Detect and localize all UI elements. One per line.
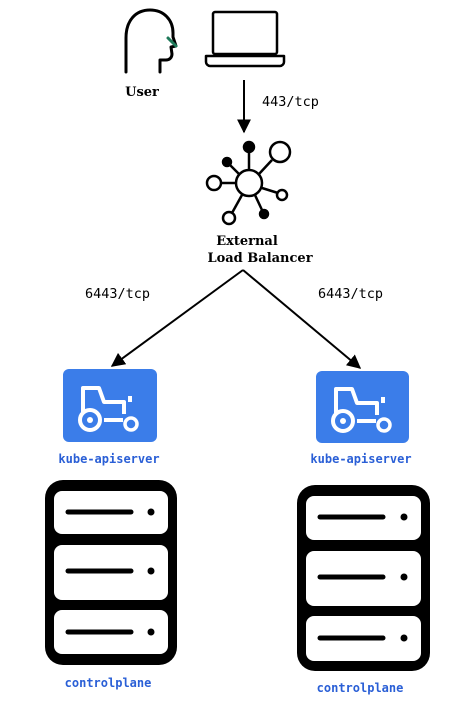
load-balancer-icon: [205, 140, 292, 226]
server-rack-icon: [45, 480, 177, 665]
right-host-label: controlplane: [317, 681, 404, 695]
server-rack-icon: [297, 485, 430, 671]
user-head-icon: [124, 8, 178, 74]
user-label: User: [125, 85, 159, 100]
client-port-label: 443/tcp: [262, 94, 319, 110]
lb-to-left-arrow: [110, 269, 244, 367]
lb-label-line2: Load Balancer: [207, 251, 312, 266]
tractor-icon: [63, 369, 157, 442]
right-node: kube-apiserver controlplane: [297, 371, 430, 695]
lb-label-line1: External: [216, 234, 278, 249]
left-host-label: controlplane: [65, 676, 152, 690]
right-component-label: kube-apiserver: [310, 452, 411, 466]
left-port-label: 6443/tcp: [85, 286, 150, 302]
right-port-label: 6443/tcp: [318, 286, 383, 302]
left-node: kube-apiserver controlplane: [45, 369, 177, 690]
left-component-label: kube-apiserver: [58, 452, 159, 466]
laptop-icon: [204, 10, 286, 68]
lb-to-right-arrow: [242, 269, 362, 369]
tractor-icon: [316, 371, 409, 443]
